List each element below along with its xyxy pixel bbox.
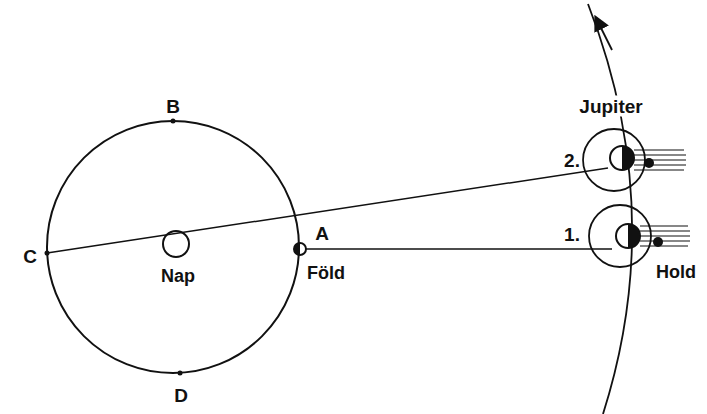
position-number: 2. [562, 150, 582, 171]
point-letter: C [21, 246, 39, 267]
sight-line [47, 168, 608, 253]
earth-shade [294, 243, 300, 255]
body-name: Nap [159, 266, 197, 286]
orbit-point [171, 119, 176, 124]
planet-name: Jupiter [577, 96, 644, 117]
point-letter: D [172, 385, 190, 406]
body-name: Föld [305, 263, 347, 283]
point-letter: A [313, 223, 331, 244]
position-number: 1. [562, 224, 582, 245]
moon-name: Hold [654, 262, 698, 282]
jupiter-orbit [588, 4, 632, 414]
jupiter-position-2 [583, 129, 686, 191]
earth-disc [294, 243, 306, 255]
point-letter: B [164, 96, 182, 117]
sight-line [300, 248, 612, 250]
jupiter-position-1 [589, 205, 690, 267]
motion-arrow [598, 22, 612, 50]
orbit-point [178, 371, 183, 376]
